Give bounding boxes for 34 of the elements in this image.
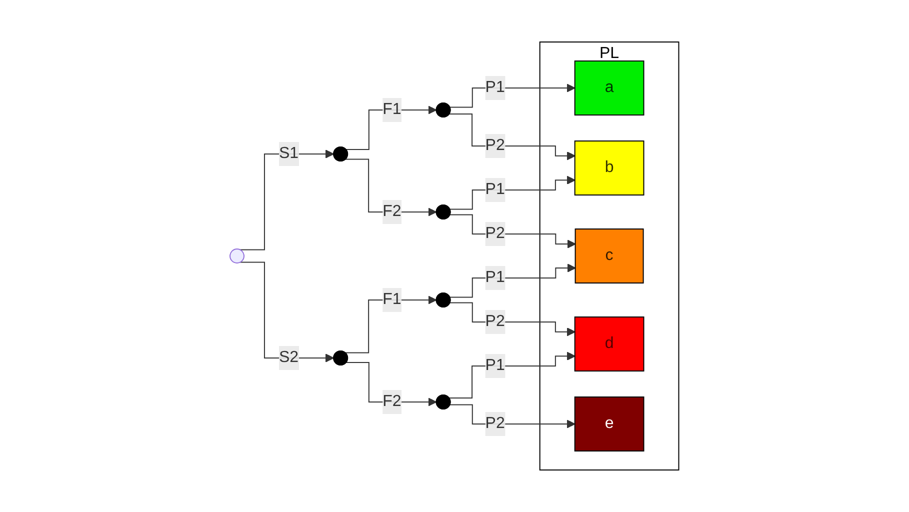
edge-label: P2 (485, 414, 505, 432)
edge-label: P1 (485, 268, 505, 286)
edge-label: F1 (382, 290, 402, 308)
arrow (240, 150, 334, 250)
edge-label: P2 (485, 312, 505, 330)
edge-label: P2 (485, 136, 505, 154)
edge-label: P2 (485, 224, 505, 242)
edge-label: F2 (382, 202, 402, 220)
arrow (448, 114, 576, 160)
node-circle (230, 248, 245, 264)
arrow (449, 264, 576, 298)
arrow (449, 214, 576, 248)
edge-label: P1 (485, 356, 505, 374)
arrow (346, 362, 437, 406)
arrow (448, 352, 576, 398)
arrow (346, 106, 437, 150)
arrow (240, 262, 334, 362)
arrow (344, 158, 437, 216)
node-box: c (574, 228, 644, 284)
edge-label: P1 (485, 180, 505, 198)
node-box: b (574, 140, 644, 196)
edge-label: F2 (382, 392, 402, 410)
arrow (449, 84, 576, 108)
arrow (449, 404, 576, 428)
node-box: e (574, 396, 644, 452)
edge-label: S1 (279, 144, 299, 162)
edge-label: P1 (485, 79, 505, 96)
arrow (449, 176, 576, 210)
arrow (344, 296, 437, 354)
edge-label: S2 (279, 348, 299, 366)
node-box: a (574, 60, 644, 116)
arrow (449, 302, 576, 336)
edge-label: F1 (382, 101, 402, 118)
node-box: d (574, 316, 644, 372)
